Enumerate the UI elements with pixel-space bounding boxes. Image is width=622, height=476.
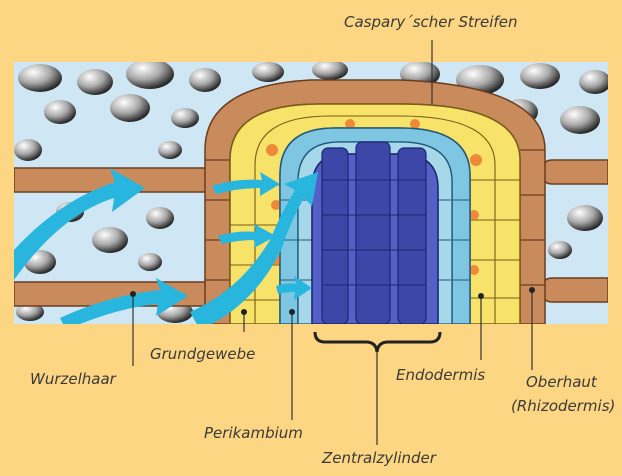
label-wurzelhaar: Wurzelhaar [30,370,116,388]
label-grundgewebe: Grundgewebe [150,345,255,363]
label-zentralzylinder: Zentralzylinder [322,449,436,467]
label-oberhaut: Oberhaut [526,373,597,391]
label-rhizodermis: (Rhizodermis) [511,397,615,415]
label-caspary: Caspary´scher Streifen [344,13,517,31]
label-perikambium: Perikambium [204,424,303,442]
central-cylinder [312,142,438,324]
central-cylinder-brace [315,332,440,352]
label-endodermis: Endodermis [396,366,485,384]
